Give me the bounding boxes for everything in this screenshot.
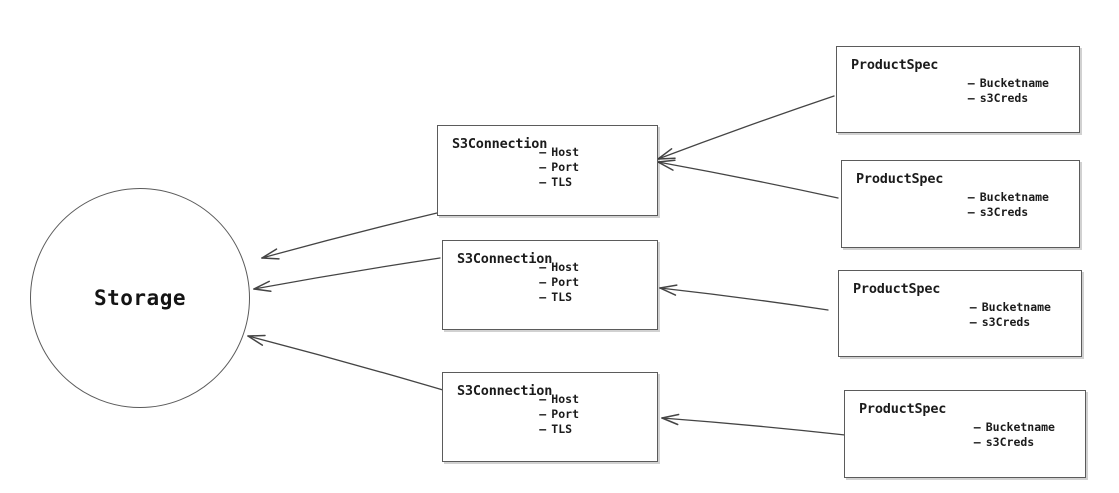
edge-spec1-to-conn1 [657,95,835,160]
productspec-attribute-list: –Bucketname–s3Creds [968,76,1049,106]
bullet-dash-icon: – [973,420,981,434]
productspec-node-1[interactable]: ProductSpec –Bucketname–s3Creds [836,46,1080,133]
productspec-attribute-list: –Bucketname–s3Creds [970,300,1051,330]
productspec-node-2[interactable]: ProductSpec –Bucketname–s3Creds [841,160,1080,248]
edge-conn3-to-storage [247,334,444,391]
edge-spec4-to-conn3 [661,413,846,436]
bullet-dash-icon: – [967,91,975,106]
bullet-dash-icon: – [539,290,547,305]
productspec-attribute-label: Bucketname [979,190,1049,204]
s3connection-attribute-label: Port [551,407,579,422]
productspec-title: ProductSpec [851,57,939,73]
productspec-attribute: –s3Creds [970,315,1051,330]
productspec-attribute: –s3Creds [974,435,1055,450]
productspec-title: ProductSpec [859,401,947,417]
s3connection-attribute-label: Host [551,392,579,406]
productspec-attribute-label: Bucketname [979,76,1049,90]
productspec-attribute-label: s3Creds [981,315,1031,330]
storage-label: Storage [93,286,186,310]
bullet-dash-icon: – [539,175,547,190]
s3connection-attribute-label: TLS [551,422,573,437]
s3connection-attribute-label: TLS [551,175,573,190]
productspec-attribute: –s3Creds [968,91,1049,106]
s3connection-attribute-list: –Host–Port–TLS [539,392,579,438]
s3connection-node-2[interactable]: S3Connection–Host–Port–TLS [442,240,658,330]
s3connection-node-1[interactable]: S3Connection–Host–Port–TLS [437,125,658,216]
s3connection-attribute: –TLS [539,175,579,190]
s3connection-attribute-label: Host [551,145,579,159]
s3connection-attribute: –Port [539,160,579,175]
s3connection-attribute-label: TLS [551,290,573,305]
s3connection-attribute: –TLS [539,422,579,437]
s3connection-attribute-label: Port [551,275,579,290]
bullet-dash-icon: – [969,300,977,314]
s3connection-attribute: –TLS [539,290,579,305]
edge-spec2-to-conn1 [657,159,839,199]
productspec-attribute: –Bucketname [968,190,1049,205]
s3connection-title: S3Connection [457,383,553,399]
productspec-attribute-label: s3Creds [979,91,1029,106]
bullet-dash-icon: – [967,76,975,90]
bullet-dash-icon: – [539,422,547,437]
productspec-node-4[interactable]: ProductSpec –Bucketname–s3Creds [844,390,1086,478]
storage-circle-node[interactable]: Storage [30,188,250,408]
s3connection-title: S3Connection [452,136,548,152]
productspec-attribute-list: –Bucketname–s3Creds [968,190,1049,220]
s3connection-attribute-label: Host [551,260,579,274]
s3connection-attribute-list: –Host–Port–TLS [539,260,579,306]
bullet-dash-icon: – [539,145,547,159]
productspec-attribute-label: Bucketname [985,420,1055,434]
productspec-attribute-label: Bucketname [981,300,1051,314]
s3connection-title: S3Connection [457,251,553,267]
productspec-node-3[interactable]: ProductSpec –Bucketname–s3Creds [838,270,1082,357]
s3connection-attribute-label: Port [551,160,579,175]
s3connection-attribute: –Host [539,260,579,275]
bullet-dash-icon: – [967,205,975,220]
edge-conn2-to-storage [253,257,441,293]
bullet-dash-icon: – [539,160,547,175]
productspec-attribute: –Bucketname [968,76,1049,91]
bullet-dash-icon: – [967,190,975,204]
productspec-attribute: –Bucketname [974,420,1055,435]
s3connection-attribute: –Host [539,392,579,407]
bullet-dash-icon: – [973,435,981,450]
productspec-attribute-label: s3Creds [985,435,1035,450]
productspec-attribute-list: –Bucketname–s3Creds [974,420,1055,450]
edge-conn1-to-storage [261,212,438,260]
productspec-attribute-label: s3Creds [979,205,1029,220]
productspec-title: ProductSpec [853,281,941,297]
bullet-dash-icon: – [539,260,547,274]
bullet-dash-icon: – [539,407,547,422]
edge-spec3-to-conn2 [659,284,829,311]
s3connection-node-3[interactable]: S3Connection–Host–Port–TLS [442,372,658,462]
productspec-title: ProductSpec [856,171,944,187]
productspec-attribute: –s3Creds [968,205,1049,220]
s3connection-attribute: –Host [539,145,579,160]
s3connection-attribute: –Port [539,407,579,422]
bullet-dash-icon: – [539,392,547,406]
productspec-attribute: –Bucketname [970,300,1051,315]
s3connection-attribute-list: –Host–Port–TLS [539,145,579,191]
s3connection-attribute: –Port [539,275,579,290]
bullet-dash-icon: – [539,275,547,290]
bullet-dash-icon: – [969,315,977,330]
